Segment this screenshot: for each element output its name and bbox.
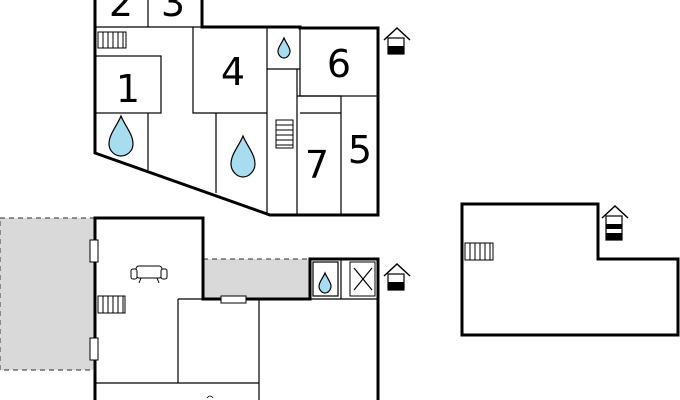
- water-drop-icon: [230, 134, 256, 178]
- water-drop-icon: [108, 114, 134, 157]
- house-entrance-icon: [383, 26, 411, 55]
- stairs-icon: [97, 31, 127, 49]
- stairs-icon: [275, 119, 294, 149]
- terrace-left: [0, 217, 96, 371]
- upper-floor: 2 3 1 4: [93, 0, 411, 217]
- ground-floor-outline: [93, 216, 380, 400]
- stove-cross-icon: [349, 261, 376, 297]
- window: [220, 295, 247, 304]
- ground-floor: [0, 216, 411, 400]
- sofa-icon: [130, 265, 168, 284]
- room-4: [192, 27, 267, 114]
- annex-building: [460, 202, 680, 337]
- window: [89, 239, 99, 263]
- house-entrance-icon: [383, 262, 411, 291]
- room-label-3: 3: [161, 0, 185, 25]
- annex-outline: [460, 202, 680, 337]
- water-drop-icon: [277, 36, 291, 59]
- bathroom-ground: [312, 261, 339, 297]
- room-label-7: 7: [305, 143, 329, 187]
- room-label-2: 2: [109, 0, 133, 25]
- terrace-middle: [202, 258, 311, 300]
- room-label-4: 4: [221, 50, 245, 94]
- window: [89, 337, 99, 361]
- door-swing: [206, 395, 214, 399]
- stairs-icon: [97, 295, 126, 314]
- room-1: [94, 55, 162, 114]
- room-label-6: 6: [327, 42, 351, 86]
- water-drop-icon: [318, 271, 332, 294]
- stairs-icon: [464, 242, 494, 261]
- house-entrance-icon: [601, 204, 629, 241]
- room-label-1: 1: [116, 67, 140, 111]
- room-label-5: 5: [348, 128, 372, 172]
